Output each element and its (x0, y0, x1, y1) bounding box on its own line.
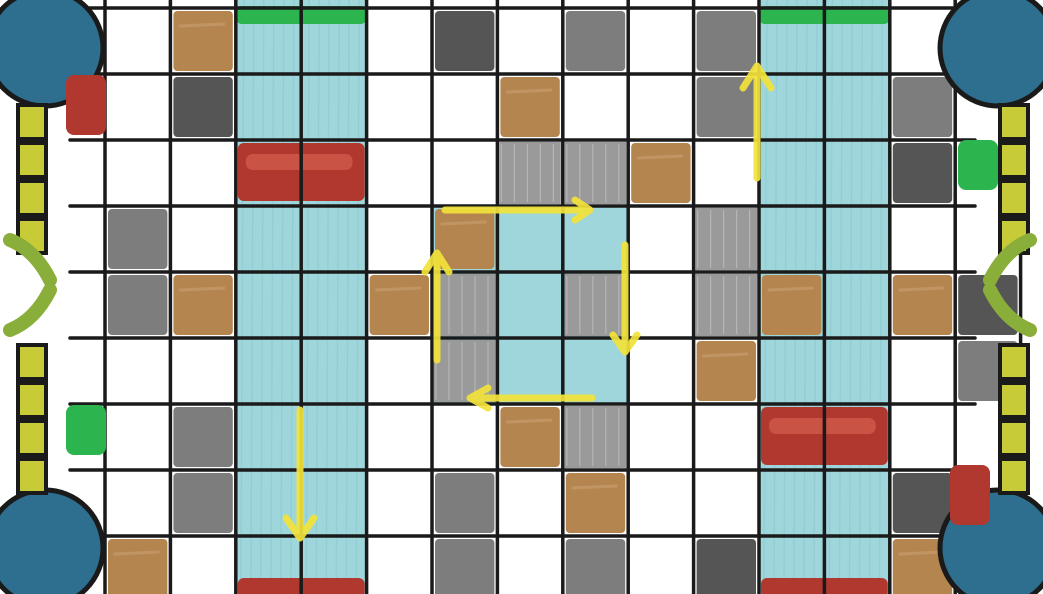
crate-texture (180, 24, 223, 26)
stone-wall-tile (173, 473, 232, 533)
stone-wall-tile (435, 11, 494, 71)
wooden-crate-tile[interactable] (500, 407, 559, 467)
yellow-chain-segment (1000, 345, 1028, 379)
yellow-chain-segment (18, 143, 46, 177)
crate-texture (900, 552, 943, 554)
yellow-chain-segment (1000, 459, 1028, 493)
wooden-crate-tile[interactable] (893, 275, 952, 335)
stone-wall-tile (435, 473, 494, 533)
yellow-chain-segment (1000, 421, 1028, 455)
crate-texture (180, 288, 223, 290)
crate-texture (704, 354, 747, 356)
red-block-highlight (769, 418, 876, 434)
crate-texture (507, 90, 550, 92)
crate-texture (442, 222, 485, 224)
wooden-crate-tile[interactable] (173, 275, 232, 335)
red-block-highlight (246, 154, 353, 170)
wooden-crate-tile[interactable] (566, 473, 625, 533)
stone-wall-tile (566, 539, 625, 594)
wooden-crate-tile[interactable] (697, 341, 756, 401)
metal-grate-tile (565, 406, 626, 468)
yellow-chain-segment (18, 105, 46, 139)
stone-wall-tile (435, 539, 494, 594)
stone-wall-tile (697, 11, 756, 71)
yellow-chain-segment (18, 421, 46, 455)
side-green-gate[interactable] (66, 405, 106, 455)
crate-texture (769, 288, 812, 290)
stone-wall-tile (893, 77, 952, 137)
stone-wall-tile (173, 407, 232, 467)
stone-wall-tile (108, 209, 167, 269)
teal-bumper-top (940, 0, 1043, 106)
wooden-crate-tile[interactable] (762, 275, 821, 335)
wooden-crate-tile[interactable] (173, 11, 232, 71)
crate-texture (573, 486, 616, 488)
side-green-gate[interactable] (958, 140, 998, 190)
metal-grate-tile (565, 142, 626, 204)
yellow-chain-segment (18, 383, 46, 417)
yellow-chain-segment (1000, 143, 1028, 177)
metal-grate-tile (434, 274, 495, 336)
wooden-crate-tile[interactable] (108, 539, 167, 594)
side-red-block[interactable] (950, 465, 990, 525)
yellow-chain-segment (1000, 181, 1028, 215)
yellow-chain-segment (18, 181, 46, 215)
metal-grate-tile (696, 274, 757, 336)
stone-wall-tile (173, 77, 232, 137)
crate-texture (115, 552, 158, 554)
yellow-chain-segment (18, 459, 46, 493)
metal-grate-tile (565, 274, 626, 336)
wooden-crate-tile[interactable] (500, 77, 559, 137)
yellow-chain-segment (1000, 105, 1028, 139)
stone-wall-tile (108, 275, 167, 335)
crate-texture (377, 288, 420, 290)
crate-texture (507, 420, 550, 422)
stone-wall-tile (566, 11, 625, 71)
wooden-crate-tile[interactable] (370, 275, 429, 335)
stone-wall-tile (697, 539, 756, 594)
teal-bumper-bottom (0, 490, 103, 594)
crate-texture (900, 288, 943, 290)
wooden-crate-tile[interactable] (631, 143, 690, 203)
metal-grate-tile (696, 208, 757, 270)
yellow-chain-segment (18, 345, 46, 379)
yellow-chain-segment (1000, 383, 1028, 417)
metal-grate-tile (499, 142, 560, 204)
stone-wall-tile (893, 143, 952, 203)
crate-texture (638, 156, 681, 158)
side-red-block[interactable] (66, 75, 106, 135)
